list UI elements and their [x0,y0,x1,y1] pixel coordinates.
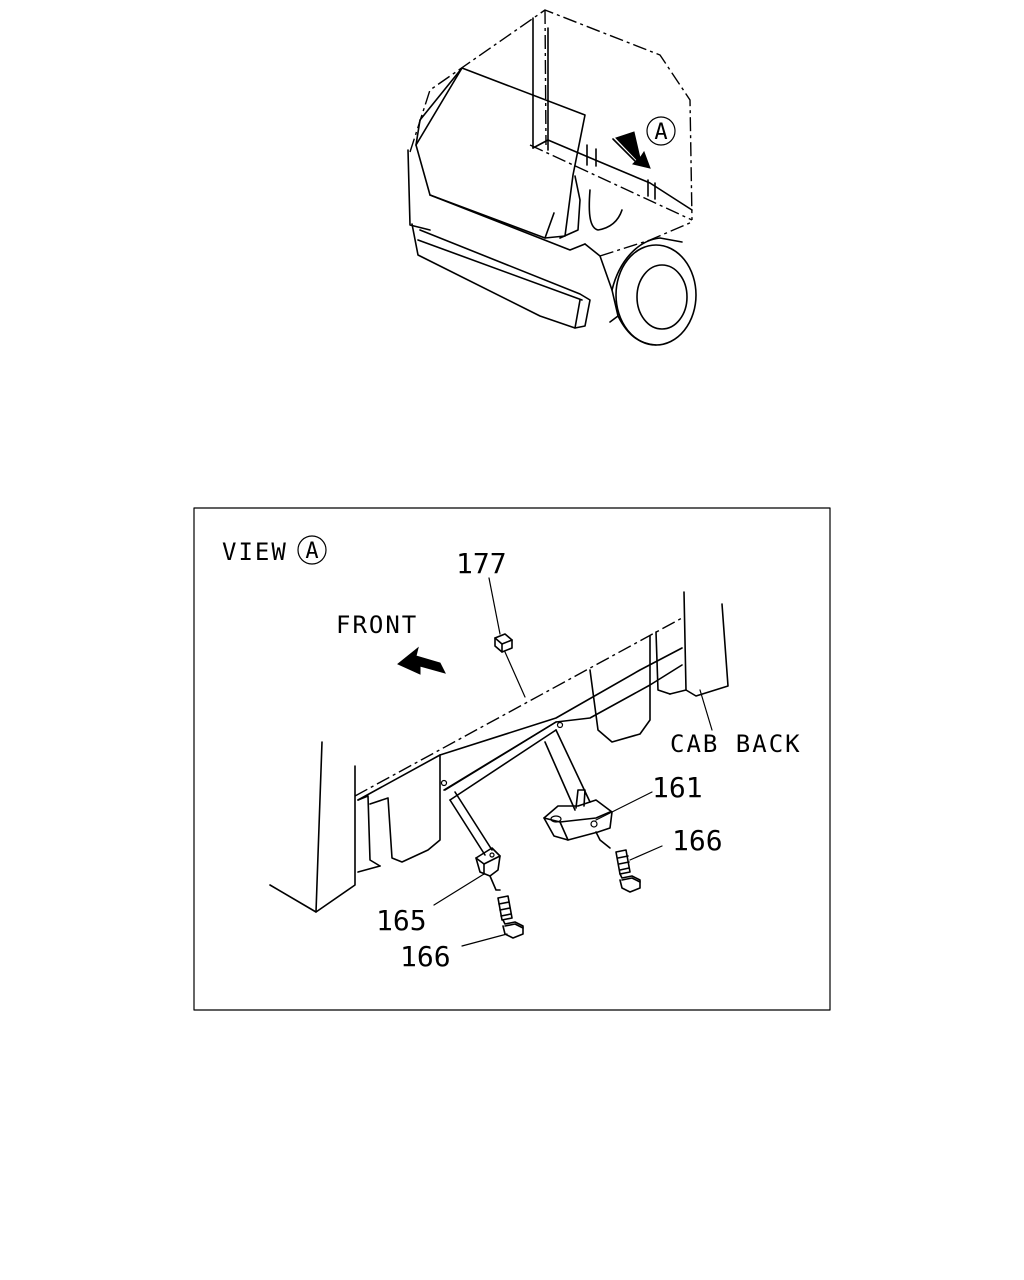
cab-back-label: CAB BACK [670,730,802,758]
detail-view-marker-circle [297,535,327,565]
detail-view-frame [193,507,831,1011]
callout-177: 177 [456,547,507,580]
front-label: FRONT [336,611,418,639]
part-166-left-bolt [497,895,524,939]
part-165-clip [475,847,501,891]
callout-166-right: 166 [672,824,723,857]
detail-view-title: VIEW [222,538,288,566]
callout-165: 165 [376,904,427,937]
callout-161: 161 [652,771,703,804]
callout-166-left: 166 [400,940,451,973]
view-marker-label: A [654,120,667,145]
detail-view-marker-label: A [305,539,318,564]
front-arrow-icon [397,646,446,675]
part-166-right-bolt [615,849,641,893]
view-marker-circle [646,116,676,146]
truck-cab-overview: A [407,9,697,346]
part-161-bracket [543,789,613,849]
detail-view: VIEW A FRONT [193,507,831,1011]
part-177-nut [494,633,513,653]
